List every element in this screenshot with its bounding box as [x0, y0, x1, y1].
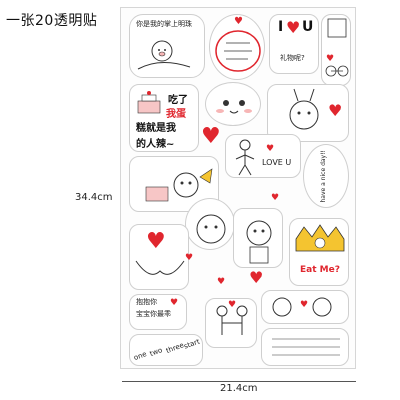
sticker-text-card[interactable] [261, 328, 349, 366]
eat-me-text: Eat Me? [300, 265, 340, 275]
cake-icon [137, 91, 161, 114]
ott-one: one [132, 350, 148, 363]
sticker-love-u[interactable]: LOVE U ♥ [225, 134, 301, 178]
sticker-rabbit-head[interactable] [185, 198, 235, 250]
couple-icon [216, 305, 248, 335]
sticker-bike[interactable]: ♥ [321, 14, 351, 86]
ilu-i: I [278, 19, 284, 35]
width-dimension-label: 21.4cm [220, 383, 258, 394]
love-u-text: LOVE U [262, 158, 292, 167]
cake-text-2: 我蛋 [166, 109, 186, 120]
hug-heart-icon: ♥ [170, 298, 179, 308]
sticker-bunny[interactable]: ♥ [267, 84, 349, 142]
cake-text-3: 糕就是我 [136, 123, 176, 134]
scatter-heart-icon[interactable]: ♥ [185, 253, 194, 263]
sticker-couple[interactable]: ♥ [205, 298, 257, 348]
sticker-pearl[interactable]: 你是我的掌上明珠 [129, 14, 205, 78]
love-u-heart-icon: ♥ [266, 144, 275, 154]
sticker-eat-me[interactable]: Eat Me? [289, 218, 349, 286]
bunny-heart-icon: ♥ [328, 101, 343, 120]
sticker-sheet: 你是我的掌上明珠 ♥ I ♥ U 礼物呢? ♥ [120, 7, 356, 369]
sticker-face[interactable] [205, 82, 261, 126]
hands-icon [135, 260, 185, 275]
bike-icon [325, 18, 349, 77]
crown-pig-icon [295, 224, 345, 252]
hands-heart-icon: ♥ [146, 229, 166, 254]
stick-figure-icon [235, 139, 255, 176]
girl-boy-heart-icon: ♥ [300, 300, 309, 310]
big-heart-icon[interactable]: ♥ [201, 124, 221, 149]
nice-day-text: have a nice day!! [319, 150, 327, 203]
ott-start: start [182, 337, 201, 351]
hug-text-1: 抱抱你 [136, 298, 157, 306]
caption: 一张20透明贴 [6, 13, 98, 29]
ilu-u: U [302, 19, 314, 35]
bunny-icon [289, 88, 319, 130]
bike-heart-icon: ♥ [326, 54, 335, 64]
couple-heart-icon: ♥ [228, 300, 237, 310]
scribble-text-icon [215, 30, 261, 72]
height-dimension-label: 34.4cm [75, 192, 113, 203]
sticker-hug[interactable]: 抱抱你 宝宝你最乖 ♥ [129, 294, 187, 330]
bear-icon [246, 220, 272, 264]
sticker-bear[interactable] [233, 208, 283, 268]
sticker-cake[interactable]: 吃了 我蛋 糕就是我 的人辣~ [129, 84, 199, 152]
cake-text-4: 的人辣~ [136, 139, 175, 150]
strawberry-icon: ♥ [234, 16, 243, 27]
face-icon [216, 100, 252, 114]
width-dimension-line [122, 381, 356, 382]
monkey-icon [145, 168, 213, 202]
ilu-gift-text: 礼物呢? [280, 54, 305, 62]
text-lines-icon [272, 338, 340, 356]
ilu-heart-icon: ♥ [286, 18, 301, 37]
scatter-heart-icon[interactable]: ♥ [249, 268, 264, 287]
sticker-nice-day[interactable]: have a nice day!! [303, 144, 349, 208]
cake-text-1: 吃了 [168, 95, 188, 106]
pig-hand-icon [137, 40, 191, 70]
sticker-one-two-three[interactable]: one two three start [129, 334, 203, 366]
sticker-hands-heart[interactable]: ♥ [129, 224, 189, 290]
ott-two: two [148, 346, 164, 358]
scatter-heart-icon[interactable]: ♥ [271, 193, 280, 203]
sticker-strawberry-bubble[interactable]: ♥ [209, 14, 265, 80]
girl-boy-icon [272, 297, 332, 317]
rabbit-head-icon [196, 214, 226, 244]
hug-text-2: 宝宝你最乖 [136, 310, 171, 318]
scatter-heart-icon[interactable]: ♥ [217, 277, 226, 287]
sticker-girl-boy[interactable]: ♥ [261, 290, 349, 324]
pearl-text: 你是我的掌上明珠 [136, 20, 192, 28]
sticker-i-love-u[interactable]: I ♥ U 礼物呢? [269, 14, 319, 74]
